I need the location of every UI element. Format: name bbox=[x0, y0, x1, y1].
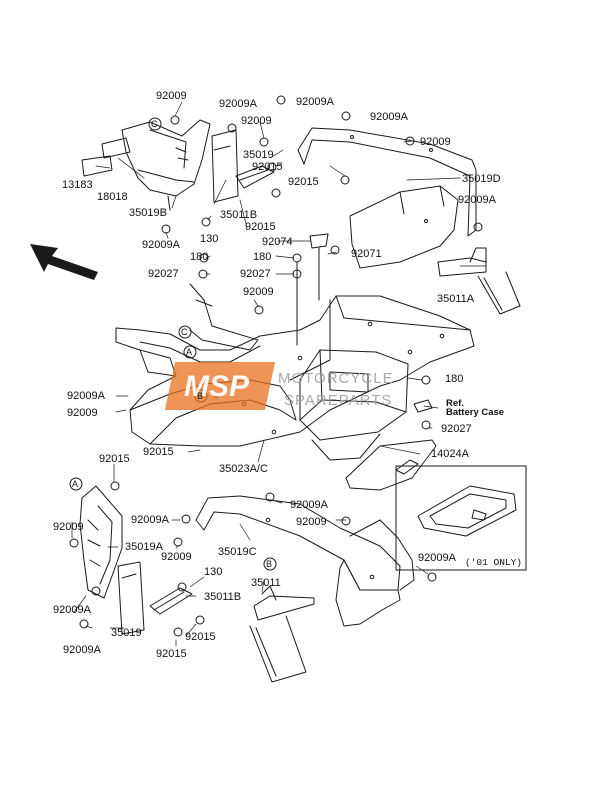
fasteners-upper bbox=[161, 95, 483, 346]
label-35011b-top: 35011B bbox=[220, 209, 258, 221]
label-92015-a: 92015 bbox=[252, 161, 283, 173]
label-92009a-left2: 92009A bbox=[67, 390, 105, 402]
label-92009-lower3: 92009 bbox=[296, 516, 327, 528]
callout-a-upper: A bbox=[186, 347, 193, 357]
side-cover-upper-left bbox=[81, 119, 211, 211]
label-92015-lower: 92015 bbox=[99, 453, 130, 465]
callout-c-lower: C bbox=[181, 327, 188, 337]
label-92009-r1: 92009 bbox=[420, 136, 451, 148]
main-rear-fender bbox=[115, 283, 475, 447]
only-01-inset bbox=[395, 465, 527, 571]
ref-label-line1: Ref. bbox=[446, 398, 464, 409]
license-bracket-upper bbox=[437, 247, 521, 315]
front-direction-arrow bbox=[30, 244, 98, 280]
label-92015-bot: 92015 bbox=[143, 446, 174, 458]
watermark-line2: SPAREPARTS bbox=[284, 392, 393, 409]
label-92015-lower2: 92015 bbox=[185, 631, 216, 643]
label-35011: 35011 bbox=[251, 577, 281, 589]
label-92009a-right: 92009A bbox=[418, 552, 456, 564]
label-92009a-lower7: 92009A bbox=[63, 644, 101, 656]
label-92009a-a: 92009A bbox=[219, 98, 257, 110]
label-92027-r: 92027 bbox=[441, 423, 472, 435]
label-13183: 13183 bbox=[62, 179, 93, 191]
label-18018: 18018 bbox=[97, 191, 128, 203]
label-92009-left3: 92009 bbox=[67, 407, 98, 419]
label-130-bot: 130 bbox=[204, 566, 223, 578]
callout-c-upper: C bbox=[151, 119, 158, 129]
battery-cover bbox=[345, 439, 437, 491]
label-180-r: 180 bbox=[445, 373, 464, 385]
reflector-lower bbox=[117, 514, 205, 637]
label-35011b-bot: 35011B bbox=[204, 591, 242, 603]
label-92015-c: 92015 bbox=[245, 221, 276, 233]
label-92009a-lower6: 92009A bbox=[53, 604, 91, 616]
ref-label-line2: Battery Case bbox=[446, 407, 505, 418]
callout-b-upper: B bbox=[197, 391, 204, 401]
label-92009a-r2: 92009A bbox=[458, 194, 496, 206]
label-92015-lower3: 92015 bbox=[156, 648, 187, 660]
label-01-only: ('01 ONLY) bbox=[465, 557, 523, 568]
label-35019: 35019 bbox=[243, 149, 274, 161]
label-92009-center: 92009 bbox=[243, 286, 274, 298]
label-92009-top: 92009 bbox=[156, 90, 187, 102]
label-35019c: 35019C bbox=[218, 546, 257, 558]
watermark-line1: MOTORCYCLE bbox=[278, 370, 394, 387]
label-92009-lower5: 92009 bbox=[161, 551, 192, 563]
label-92009a-lower1: 92009A bbox=[131, 514, 169, 526]
label-92027-a: 92027 bbox=[148, 268, 179, 280]
label-92027-b: 92027 bbox=[240, 268, 271, 280]
label-92009a-b: 92009A bbox=[296, 96, 334, 108]
label-35019b: 35019B bbox=[129, 207, 167, 219]
label-92009a-lower2: 92009A bbox=[290, 499, 328, 511]
label-92015-b: 92015 bbox=[288, 176, 319, 188]
label-92009-mid: 92009 bbox=[241, 115, 272, 127]
label-180-b: 180 bbox=[253, 251, 272, 263]
label-92009-lower4: 92009 bbox=[53, 521, 84, 533]
side-cover-lower-left bbox=[69, 481, 123, 629]
callout-circles bbox=[69, 117, 277, 571]
rear-fender-lower bbox=[195, 492, 437, 627]
label-92009a-left1: 92009A bbox=[142, 239, 180, 251]
label-92009a-c: 92009A bbox=[370, 111, 408, 123]
label-35019a: 35019A bbox=[125, 541, 163, 553]
callout-b-lower: B bbox=[266, 559, 273, 569]
label-35019d: 35019D bbox=[462, 173, 501, 185]
label-130-top: 130 bbox=[200, 233, 219, 245]
label-14024a: 14024A bbox=[431, 448, 469, 460]
label-92071: 92071 bbox=[351, 248, 382, 260]
leader-lines bbox=[71, 101, 487, 647]
label-92074: 92074 bbox=[262, 236, 293, 248]
rear-fender-upper bbox=[297, 127, 477, 269]
license-bracket-lower bbox=[249, 585, 315, 683]
label-35011a: 35011A bbox=[437, 293, 475, 305]
label-35023ac: 35023A/C bbox=[219, 463, 268, 475]
callout-a-lower: A bbox=[72, 479, 79, 489]
reflector-upper bbox=[211, 129, 275, 203]
label-35019-bot: 35019 bbox=[111, 627, 142, 639]
watermark-brand: MSP bbox=[184, 370, 250, 403]
label-180-a: 180 bbox=[190, 251, 209, 263]
battery-case-area bbox=[299, 349, 433, 461]
